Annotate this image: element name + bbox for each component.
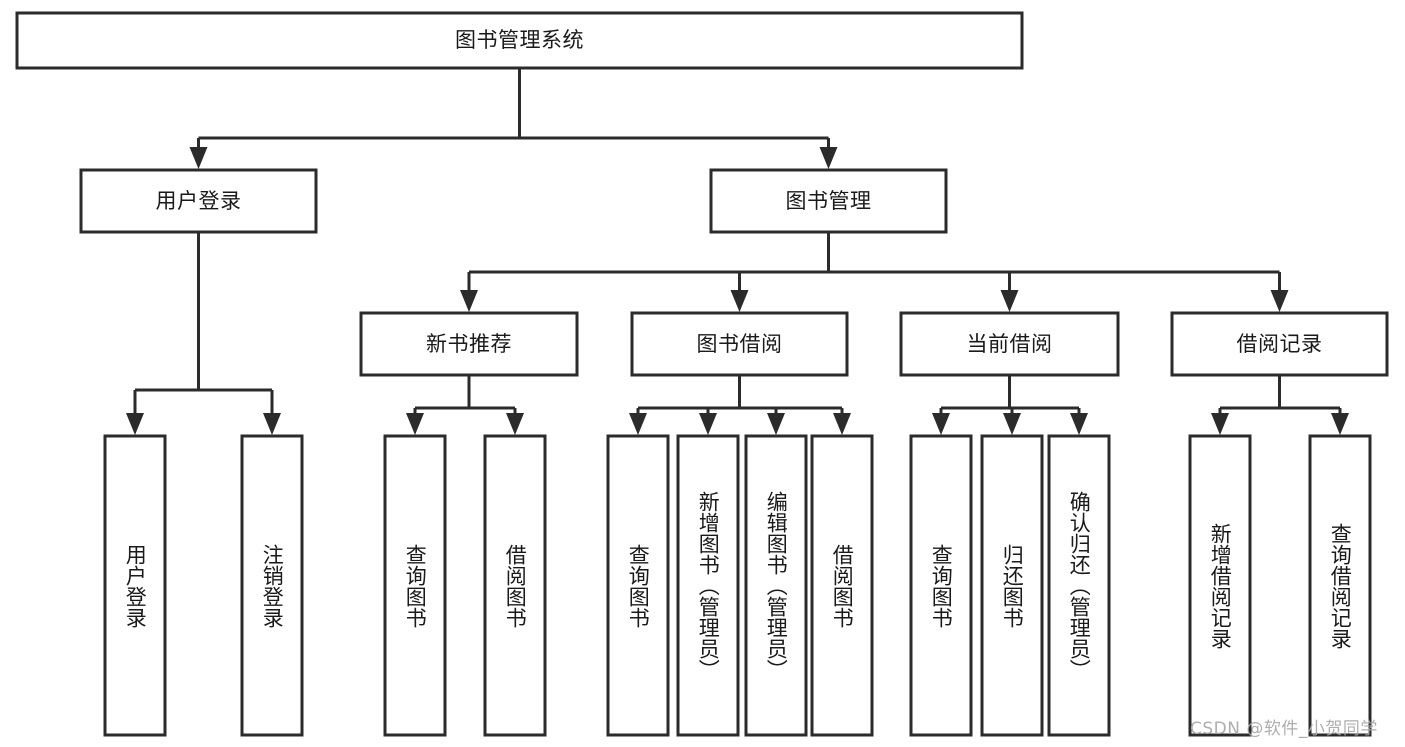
current-borrow-arrow-leaf-query-book-3 bbox=[932, 413, 950, 435]
node-box-book-manage[interactable] bbox=[709, 168, 948, 234]
node-box-leaf-edit-book[interactable] bbox=[744, 434, 808, 737]
user-login-arrow-leaf-user-login bbox=[126, 413, 144, 435]
book-borrow-arrow-leaf-borrow-book-2 bbox=[833, 413, 851, 435]
book-manage-arrow-borrow-record bbox=[1270, 290, 1289, 312]
new-book-recommend-arrow-leaf-query-book-1 bbox=[406, 413, 424, 435]
root-arrow-user-login bbox=[189, 147, 208, 169]
book-borrow-arrow-leaf-add-book bbox=[699, 413, 717, 435]
node-box-new-book-recommend[interactable] bbox=[359, 311, 579, 377]
book-borrow-arrow-leaf-query-book-2 bbox=[629, 413, 647, 435]
node-box-leaf-borrow-book-2[interactable] bbox=[810, 434, 874, 737]
node-box-borrow-record[interactable] bbox=[1170, 311, 1389, 377]
current-borrow-arrow-leaf-confirm-return bbox=[1070, 413, 1088, 435]
node-box-leaf-query-book-2[interactable] bbox=[606, 434, 670, 737]
node-box-leaf-user-login[interactable] bbox=[103, 434, 167, 737]
node-box-book-borrow[interactable] bbox=[630, 311, 849, 377]
node-box-leaf-user-logout[interactable] bbox=[240, 434, 304, 737]
current-borrow-arrow-leaf-return-book bbox=[1003, 413, 1021, 435]
user-login-arrow-leaf-user-logout bbox=[263, 413, 281, 435]
book-manage-arrow-new-book-recommend bbox=[460, 290, 478, 312]
node-box-leaf-add-book[interactable] bbox=[676, 434, 740, 737]
node-box-leaf-borrow-book-1[interactable] bbox=[483, 434, 547, 737]
root-arrow-book-manage bbox=[819, 147, 838, 169]
book-manage-arrow-current-borrow bbox=[1000, 290, 1019, 312]
book-borrow-arrow-leaf-edit-book bbox=[767, 413, 785, 435]
node-box-leaf-query-borrow-record[interactable] bbox=[1308, 434, 1372, 737]
node-box-leaf-query-book-3[interactable] bbox=[909, 434, 973, 737]
node-box-leaf-add-borrow-record[interactable] bbox=[1188, 434, 1252, 737]
node-box-user-login[interactable] bbox=[79, 168, 318, 234]
borrow-record-arrow-leaf-add-borrow-record bbox=[1211, 413, 1229, 435]
node-box-current-borrow[interactable] bbox=[899, 311, 1120, 377]
book-manage-arrow-book-borrow bbox=[730, 290, 749, 312]
node-box-leaf-confirm-return[interactable] bbox=[1047, 434, 1111, 737]
node-box-root[interactable] bbox=[15, 11, 1024, 70]
connectors-layer bbox=[126, 68, 1349, 435]
borrow-record-arrow-leaf-query-borrow-record bbox=[1331, 413, 1349, 435]
node-box-leaf-query-book-1[interactable] bbox=[383, 434, 447, 737]
boxes-layer bbox=[15, 11, 1389, 737]
node-box-leaf-return-book[interactable] bbox=[980, 434, 1044, 737]
new-book-recommend-arrow-leaf-borrow-book-1 bbox=[506, 413, 524, 435]
